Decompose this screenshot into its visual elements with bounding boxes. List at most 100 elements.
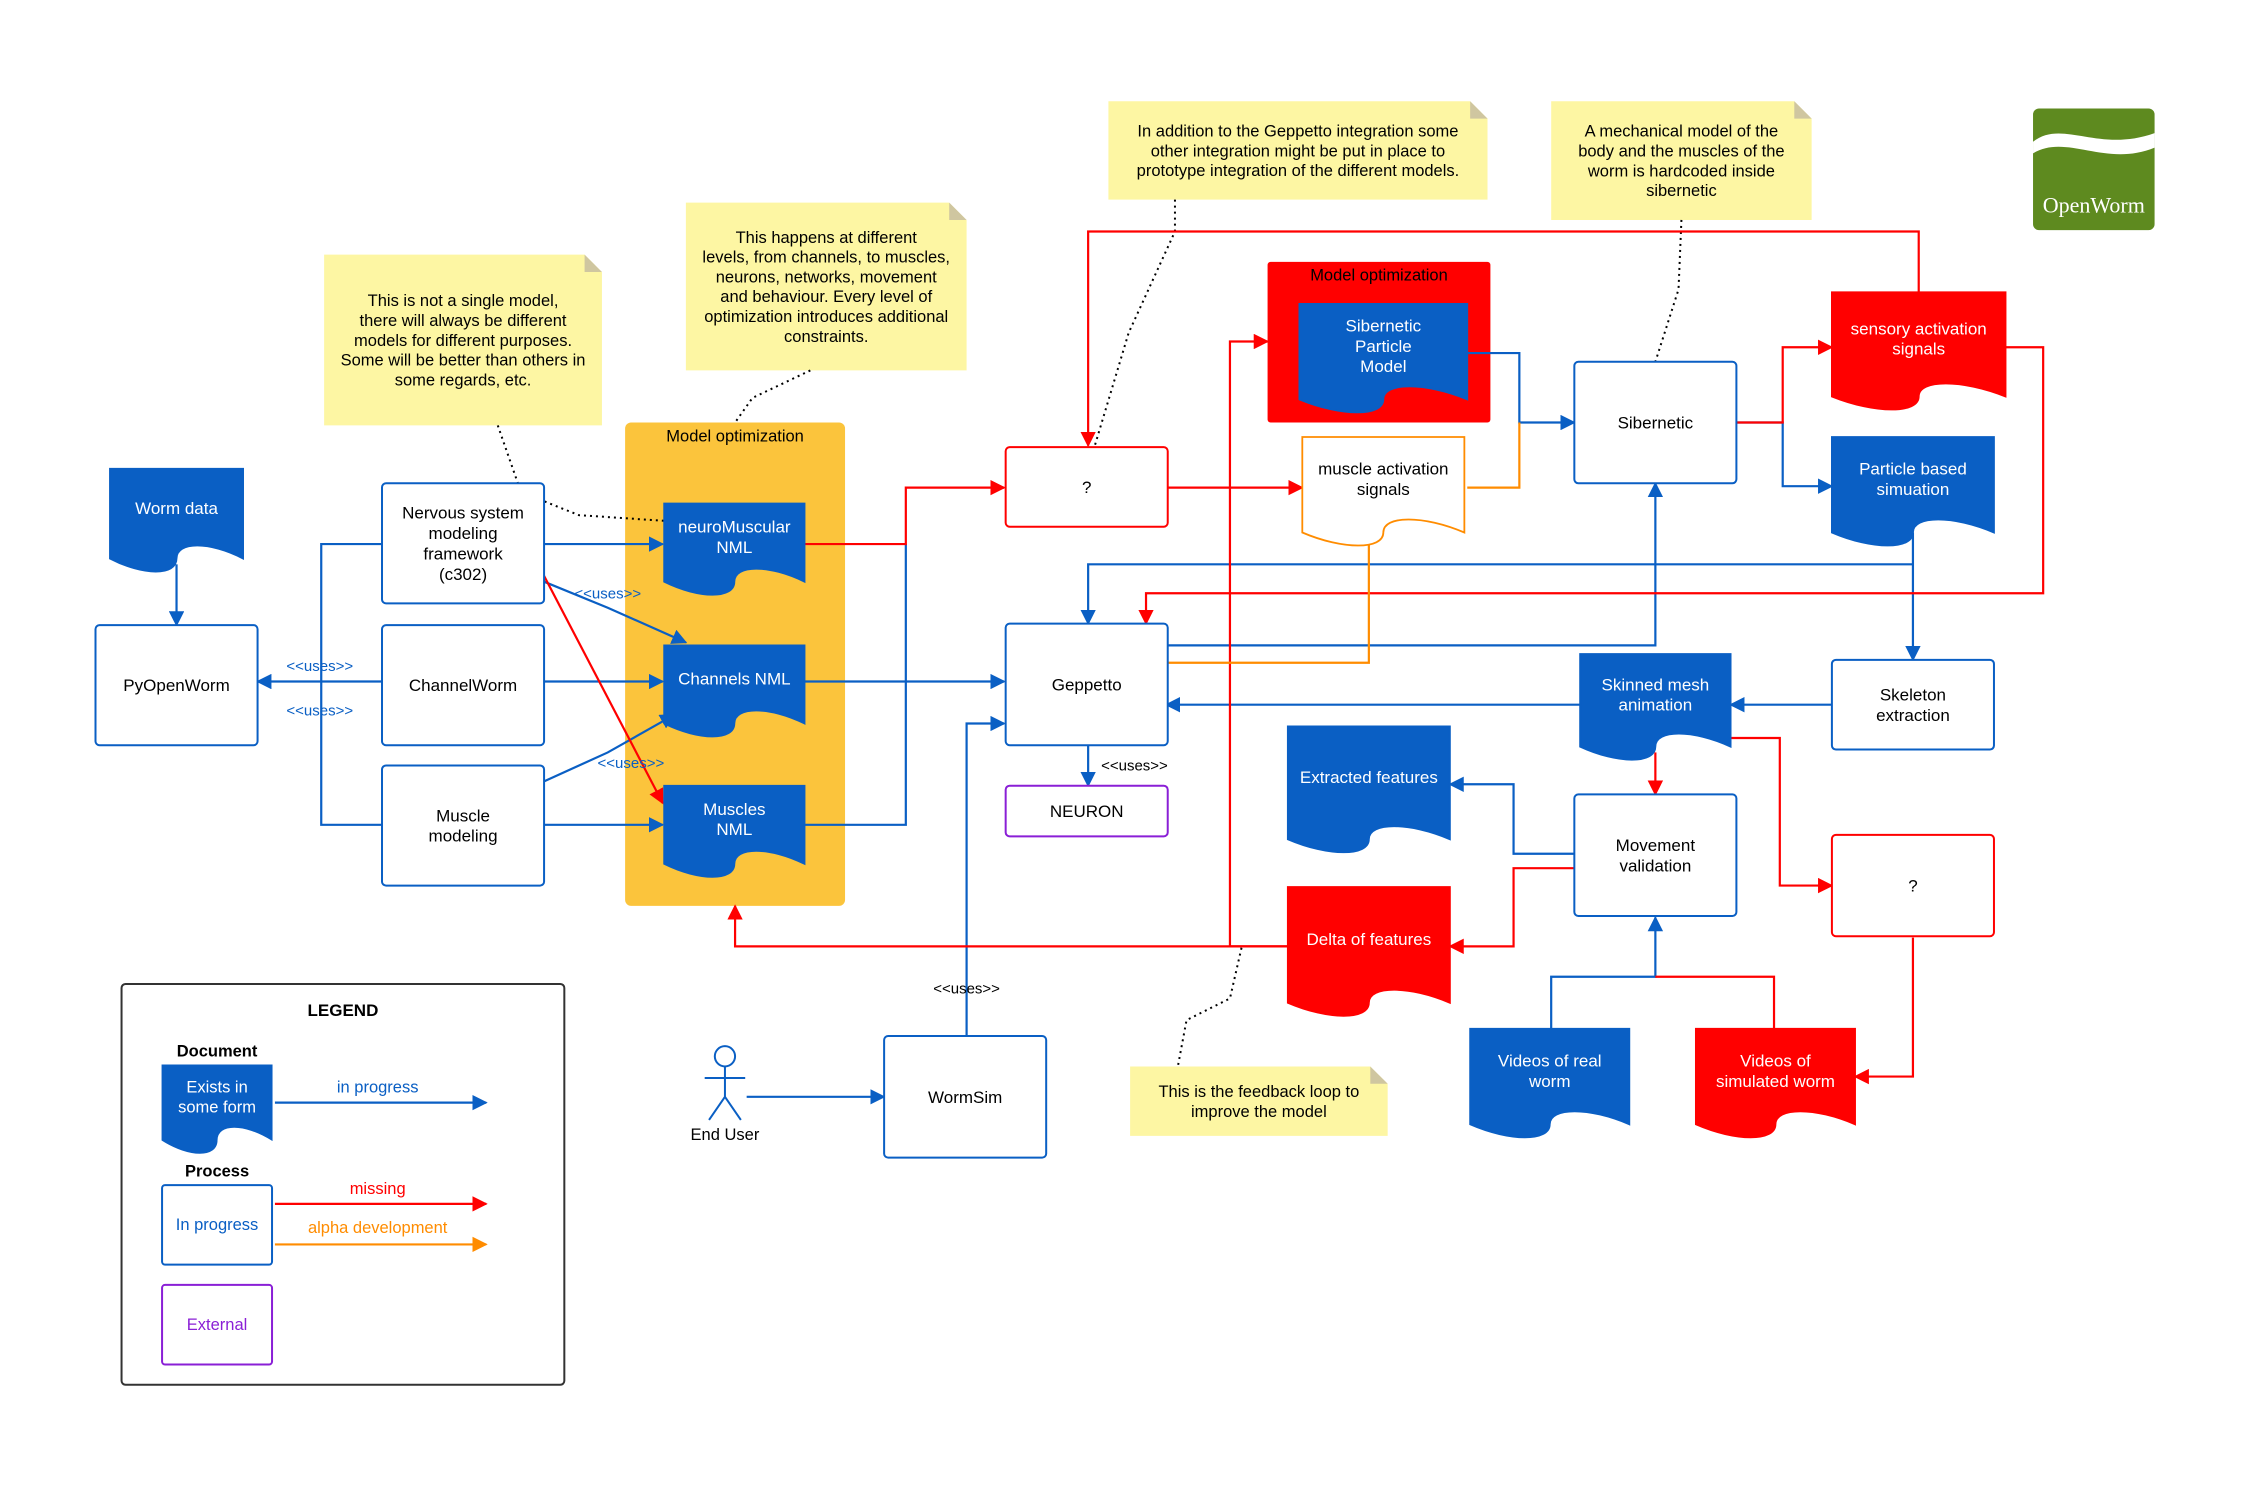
edge-movement-extracted <box>1448 776 1575 855</box>
channelworm-process[interactable]: ChannelWorm <box>381 624 546 747</box>
uses-label-2: <<uses>> <box>286 703 353 720</box>
legend-process-heading: Process <box>185 1162 249 1180</box>
question-right-process-label: ? <box>1908 877 1917 896</box>
worm-data-doc[interactable]: Worm data <box>109 467 244 573</box>
edge-neuromuscular-question <box>804 479 1006 546</box>
uses-label-6: <<uses>> <box>933 981 1000 998</box>
model-optimization-right-title: Model optimization <box>1310 267 1448 285</box>
delta-of-features-doc[interactable]: Delta of features <box>1286 886 1451 1017</box>
edge-realvideo-movement <box>1550 915 1664 1029</box>
worm-data-doc-label: Worm data <box>135 499 218 518</box>
note-not-single-model: This is not a single model,there will al… <box>324 254 602 426</box>
edge-sibernetic-particle <box>1736 421 1834 494</box>
edge-particle-geppetto <box>1080 563 1913 626</box>
edge-geppetto-sibernetic <box>1166 481 1664 647</box>
edge-muscle-channels <box>543 713 676 783</box>
model-optimization-left-title: Model optimization <box>666 427 804 445</box>
question-top-process[interactable]: ? <box>1004 446 1169 528</box>
edge-mesh-question <box>1730 736 1834 894</box>
edge-ns-muscles <box>543 575 664 805</box>
extracted-features-doc[interactable]: Extracted features <box>1286 725 1451 854</box>
uses-label-4: <<uses>> <box>598 755 665 772</box>
question-top-process-label: ? <box>1082 478 1091 497</box>
edge-delta-modelopt <box>1228 333 1288 948</box>
note-connector-3 <box>1092 199 1176 449</box>
channels-nml-doc[interactable]: Channels NML <box>663 644 806 738</box>
neuron-external[interactable]: NEURON <box>1004 784 1169 838</box>
edge-muscles-bus <box>804 544 907 826</box>
end-user-actor[interactable]: End User <box>691 1045 760 1144</box>
legend-alpha-label: alpha development <box>308 1219 448 1237</box>
edge-ns-channels <box>543 580 688 644</box>
openworm-logo-text: OpenWorm <box>2043 193 2145 218</box>
wormsim-process-label: WormSim <box>928 1088 1002 1107</box>
pyopenworm-process-label: PyOpenWorm <box>123 676 229 695</box>
wormsim-process[interactable]: WormSim <box>883 1035 1048 1159</box>
delta-of-features-doc-label: Delta of features <box>1306 930 1431 949</box>
uses-label-1: <<uses>> <box>286 658 353 675</box>
note-connector-5 <box>1176 947 1243 1067</box>
edge-uses-bracket <box>320 542 383 826</box>
legend-in-progress-label: in progress <box>337 1078 419 1096</box>
sibernetic-process[interactable]: Sibernetic <box>1573 360 1738 485</box>
note-geppetto-integration-text: In addition to the Geppetto integration … <box>1137 122 1460 180</box>
end-user-label: End User <box>691 1126 760 1144</box>
edge-wormsim-geppetto <box>965 715 1006 1037</box>
geppetto-process[interactable]: Geppetto <box>1004 622 1169 747</box>
note-connector-2 <box>734 369 811 424</box>
legend-missing-label: missing <box>350 1180 406 1198</box>
edge-sensory-geppetto <box>1138 346 2045 626</box>
question-right-process[interactable]: ? <box>1830 833 1995 938</box>
channelworm-process-label: ChannelWorm <box>409 676 517 695</box>
pyopenworm-process[interactable]: PyOpenWorm <box>94 624 259 747</box>
edge-particle-model-sibernetic <box>1467 351 1576 431</box>
sibernetic-process-label: Sibernetic <box>1618 413 1694 432</box>
legend-document-heading: Document <box>177 1042 258 1060</box>
legend-process-sample: In progress <box>176 1216 259 1234</box>
extracted-features-doc-label: Extracted features <box>1300 768 1438 787</box>
uses-label-5: <<uses>> <box>1101 758 1168 775</box>
geppetto-process-label: Geppetto <box>1052 675 1122 694</box>
edge-sibernetic-sensory <box>1736 339 1834 424</box>
edge-muscle-signals-sibernetic <box>1467 422 1521 489</box>
legend-external-sample: External <box>187 1316 248 1334</box>
note-geppetto-integration: In addition to the Geppetto integration … <box>1108 101 1488 200</box>
uses-label-3: <<uses>> <box>574 586 641 603</box>
edge-delta-optimization <box>727 904 1288 948</box>
note-not-single-model-text: This is not a single model,there will al… <box>341 292 586 389</box>
